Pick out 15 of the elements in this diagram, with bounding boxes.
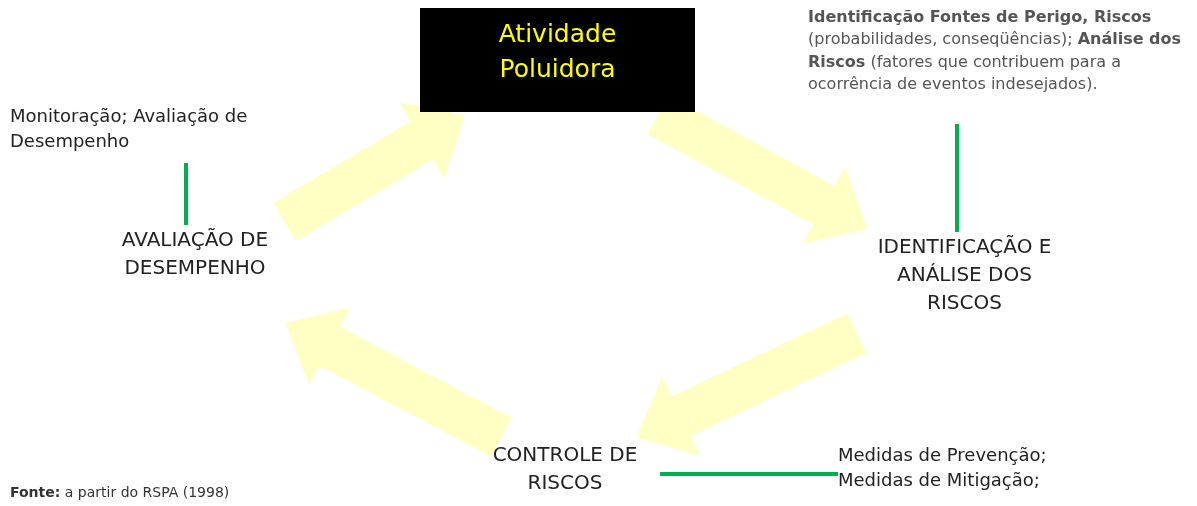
note-text: Monitoração; Avaliação de Desempenho <box>10 104 249 154</box>
stage-text: AVALIAÇÃO DE DESEMPENHO <box>120 226 270 281</box>
activity-box <box>420 8 695 112</box>
block-arrow <box>636 313 866 456</box>
connector-line <box>955 124 959 232</box>
block-arrow <box>273 102 465 241</box>
block-arrow <box>285 307 512 457</box>
note-text: Medidas de Prevenção; Medidas de Mitigação; <box>838 443 1048 493</box>
note-text: Identificação Fontes de Perigo, Riscos (probabilidades, conseqüências); Análise dos Riscos (fatores que contribuem para a ocorrência de eventos indesejados). <box>808 6 1183 96</box>
source-note: Fonte: a partir do RSPA (1998) <box>10 484 230 500</box>
stage-text: IDENTIFICAÇÃO E ANÁLISE DOS RISCOS <box>876 233 1053 316</box>
activity-title: Atividade Poluidora <box>497 18 618 85</box>
stage-text: CONTROLE DE RISCOS <box>491 441 639 496</box>
connector-line <box>660 472 838 476</box>
connector-line <box>184 163 188 225</box>
